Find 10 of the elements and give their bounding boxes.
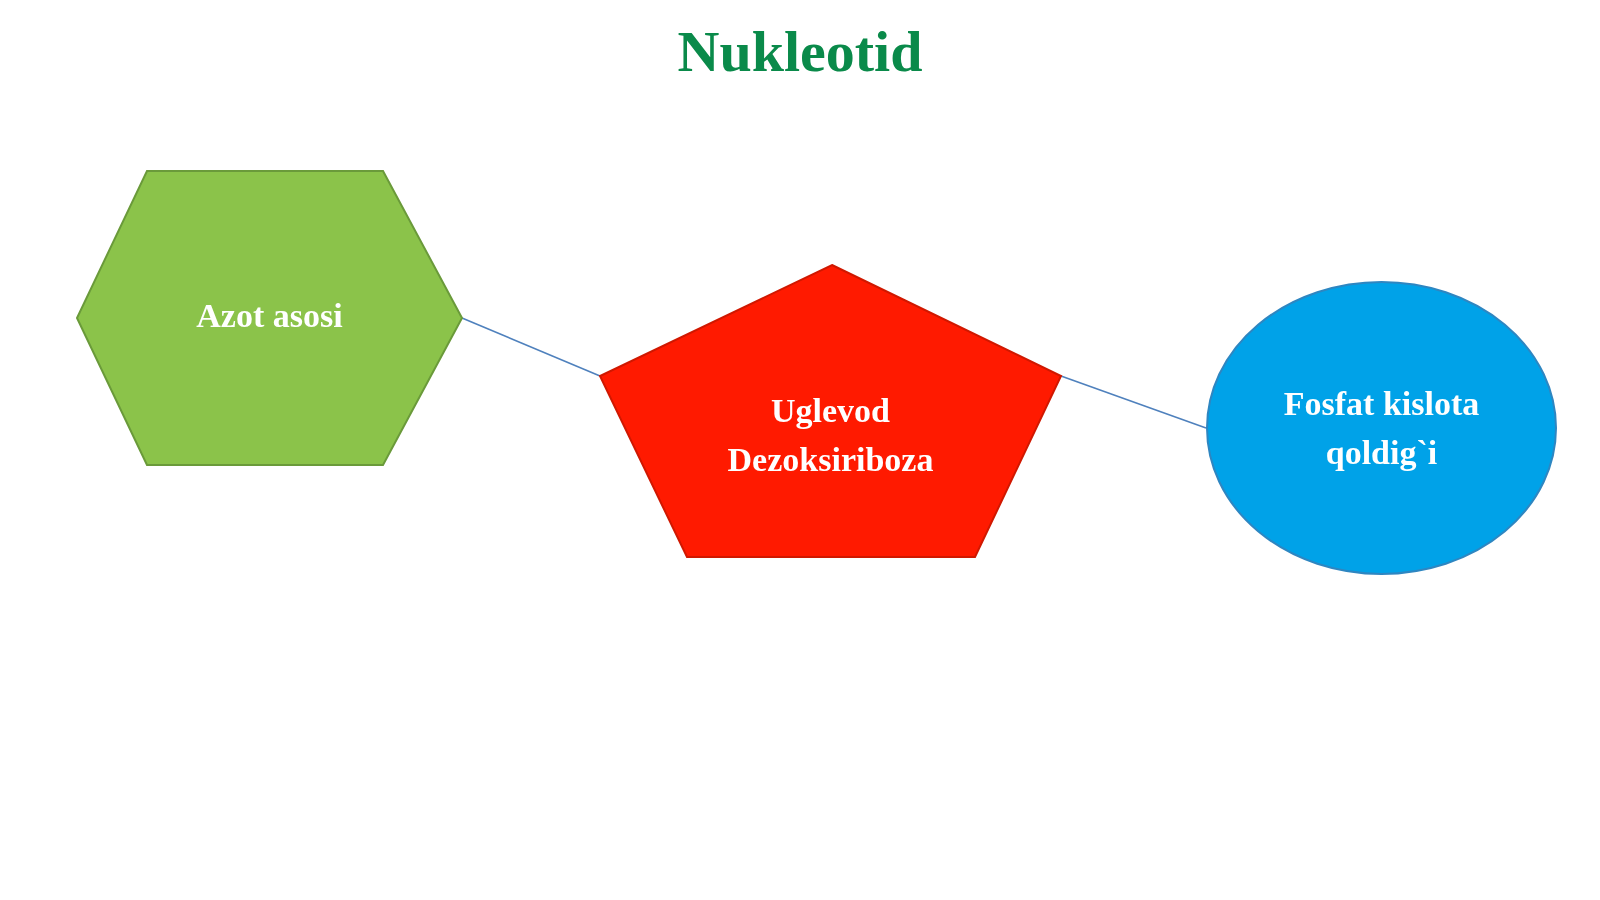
hexagon-shape: [77, 171, 462, 465]
ellipse-shape: [1206, 281, 1557, 575]
connector-line: [461, 317, 601, 377]
title: Nukleotid: [676, 18, 924, 85]
node-label: Uglevod: [771, 390, 890, 431]
pentagon-shape: [600, 265, 1061, 557]
node-label: Azot asosi: [196, 296, 343, 337]
node-label: Dezoksiriboza: [727, 440, 934, 480]
node-label: Fosfat kislota qoldig`i: [1282, 383, 1481, 473]
connector-line: [1060, 375, 1207, 429]
